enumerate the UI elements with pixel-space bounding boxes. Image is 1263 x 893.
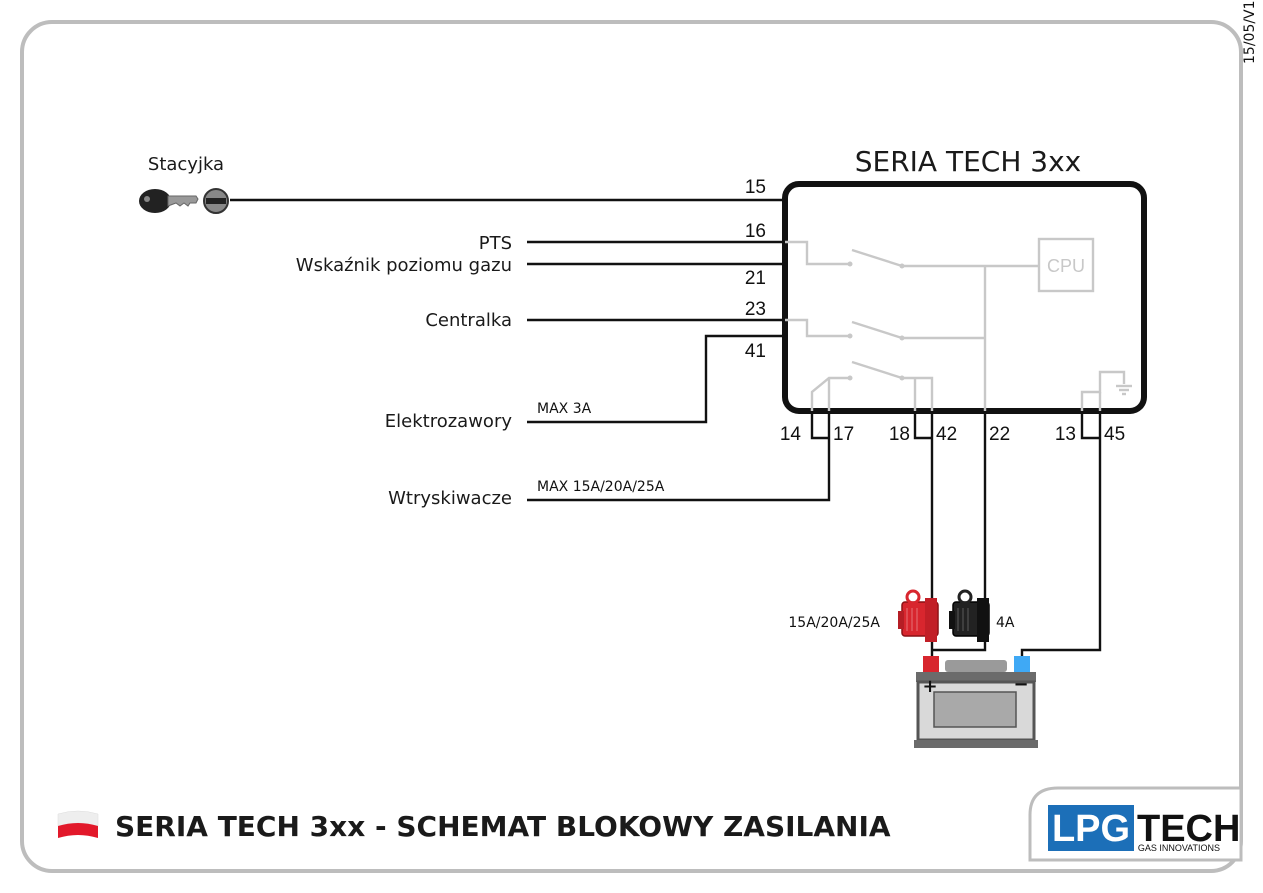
pin-23: 23 — [745, 299, 766, 320]
label-valves: Elektrozawory — [385, 411, 513, 432]
pin-45: 45 — [1104, 424, 1125, 445]
fuse-red-icon — [898, 589, 939, 642]
pin-15: 15 — [745, 177, 766, 198]
pin-41: 41 — [745, 341, 766, 362]
control-module-box — [782, 181, 1147, 414]
module-title: SERIA TECH 3xx — [855, 145, 1082, 178]
cpu-label: CPU — [1047, 256, 1085, 276]
external-wires — [230, 198, 1102, 658]
internal-circuit — [785, 240, 1132, 411]
logo-lpg: LPG — [1052, 808, 1130, 850]
fuse-black-icon — [949, 589, 990, 642]
limit-injectors: MAX 15A/20A/25A — [537, 479, 665, 495]
cpu-block: CPU — [1037, 237, 1095, 293]
logo-tagline: GAS INNOVATIONS — [1138, 843, 1220, 853]
pin-17: 17 — [833, 424, 854, 445]
pin-22: 22 — [989, 424, 1010, 445]
fuse-small-rating: 4A — [996, 615, 1015, 631]
polish-flag-icon — [57, 810, 99, 838]
limit-valves: MAX 3A — [537, 401, 592, 417]
ignition-key-icon — [139, 188, 229, 214]
pin-42: 42 — [936, 424, 957, 445]
footer-title: SERIA TECH 3xx - SCHEMAT BLOKOWY ZASILAN… — [115, 810, 891, 843]
pin-18: 18 — [889, 424, 910, 445]
label-ignition: Stacyjka — [148, 154, 224, 175]
label-central: Centralka — [425, 310, 512, 331]
pin-16: 16 — [745, 221, 766, 242]
battery-plus: + — [922, 676, 937, 697]
label-injectors: Wtryskiwacze — [388, 488, 512, 509]
version-code: 15/05/V1 — [1242, 0, 1258, 64]
pin-13: 13 — [1055, 424, 1076, 445]
label-gas-level: Wskaźnik poziomu gazu — [296, 255, 512, 276]
fuse-main-rating: 15A/20A/25A — [788, 615, 880, 631]
logo-tech: TECH — [1137, 808, 1240, 850]
battery-icon — [914, 656, 1038, 748]
pin-14: 14 — [780, 424, 802, 445]
lpgtech-logo: LPG TECH GAS INNOVATIONS — [1048, 805, 1240, 853]
pin-21: 21 — [745, 268, 766, 289]
battery-minus: − — [1013, 674, 1028, 695]
label-pts: PTS — [479, 233, 512, 254]
outer-frame — [20, 20, 1243, 873]
